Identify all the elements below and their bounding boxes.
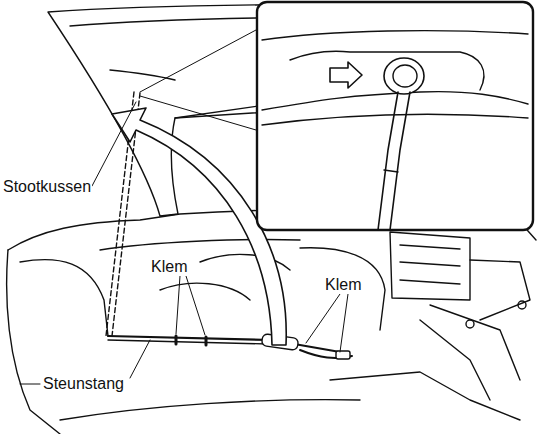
- part-label: Steunstang: [42, 375, 125, 393]
- part-label: Klem: [324, 276, 362, 294]
- part-label: Klem: [150, 258, 188, 276]
- part-label: Stootkussen: [2, 178, 92, 196]
